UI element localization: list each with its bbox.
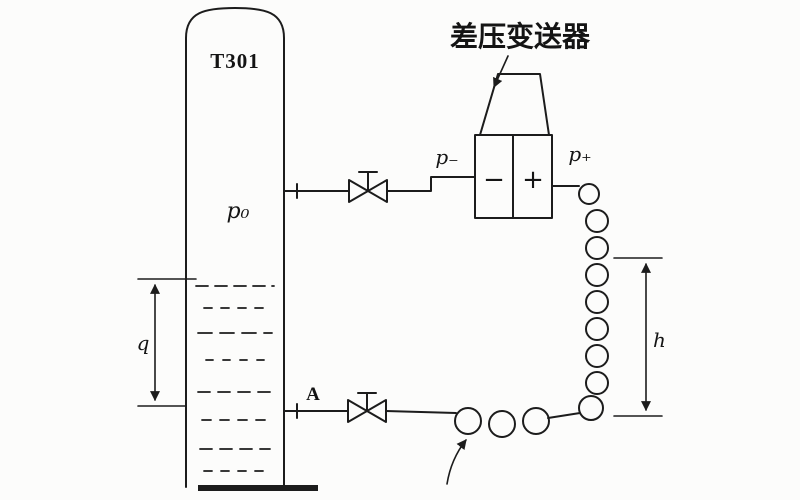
coil-loop bbox=[585, 317, 609, 341]
diagram-title: 差压变送器 bbox=[450, 20, 591, 53]
title-pointer-arrow bbox=[493, 55, 509, 89]
height-dimension: h bbox=[613, 257, 666, 417]
liquid-level-lines bbox=[195, 285, 275, 472]
transmitter-neck bbox=[479, 73, 550, 136]
lower-pipe bbox=[385, 410, 457, 414]
right-capillary-coil bbox=[551, 183, 609, 421]
coil-loop bbox=[488, 410, 516, 438]
level-dimension: q bbox=[137, 278, 197, 407]
coil-loop bbox=[522, 407, 550, 435]
tank-outline bbox=[185, 7, 285, 488]
coil-loop bbox=[585, 290, 609, 314]
lower-valve-icon bbox=[347, 392, 387, 423]
valve-left-wedge bbox=[347, 399, 368, 423]
capillary-pointer-arrow bbox=[446, 439, 467, 485]
lower-tap-line bbox=[283, 392, 457, 423]
coil-loop bbox=[578, 183, 600, 205]
tank-label: T301 bbox=[210, 49, 260, 73]
minus-cell-label: − bbox=[483, 165, 505, 195]
coil-loop bbox=[454, 407, 482, 435]
height-dimension-label: h bbox=[653, 328, 666, 352]
coil-loop bbox=[585, 344, 609, 368]
plus-port-label: p₊ bbox=[568, 142, 591, 166]
coil-loop bbox=[585, 263, 609, 287]
bottom-capillary-coil bbox=[454, 407, 581, 438]
upper-pipe-to-transmitter bbox=[386, 176, 476, 192]
tank-pressure-label: p₀ bbox=[227, 199, 250, 224]
coil-connector bbox=[547, 412, 581, 419]
valve-left-wedge bbox=[348, 179, 369, 203]
coil-loop bbox=[578, 395, 604, 421]
tap-point-label: A bbox=[306, 384, 320, 405]
minus-port-label: p₋ bbox=[435, 145, 458, 169]
upper-valve-icon bbox=[348, 171, 388, 203]
dp-transmitter: − + bbox=[474, 73, 553, 219]
coil-loop bbox=[585, 209, 609, 233]
level-dimension-label: q bbox=[137, 331, 150, 355]
valve-right-wedge bbox=[367, 179, 388, 203]
plus-cell-label: + bbox=[522, 165, 544, 195]
coil-loop bbox=[585, 371, 609, 395]
coil-loop bbox=[585, 236, 609, 260]
upper-tap-line bbox=[283, 171, 476, 203]
valve-right-wedge bbox=[366, 399, 387, 423]
